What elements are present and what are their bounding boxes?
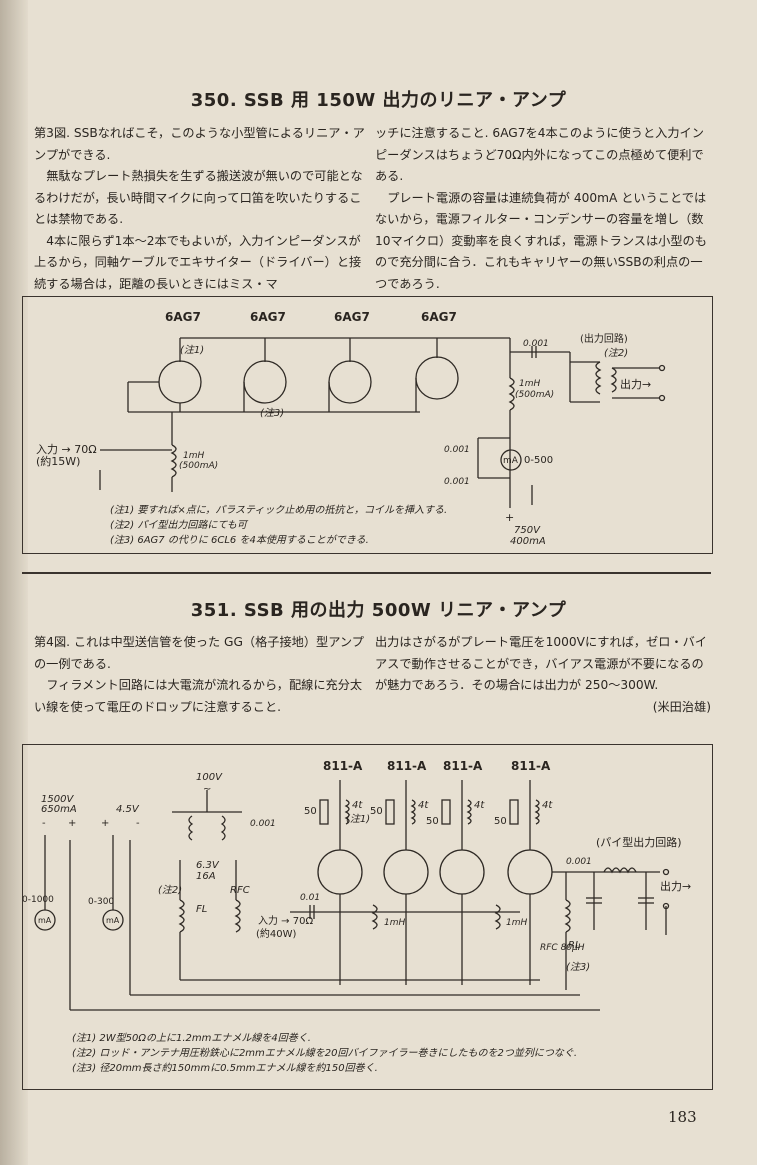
capacitor-label: 0.001: [444, 445, 470, 455]
figure-4-frame: [22, 744, 713, 1090]
tube-label: 6AG7: [165, 310, 201, 324]
rfc-label: 1mH: [506, 918, 527, 928]
ac-symbol: ~: [203, 784, 211, 795]
rfc-label: RFC: [230, 885, 250, 896]
section-350-left-column: 第3図. SSBなればこそ，このような小型管によるリニア・アンプができる. 無駄…: [34, 123, 368, 295]
rfc-label: 1mH: [519, 379, 540, 389]
capacitor-label: 0.01: [300, 893, 320, 903]
paragraph: ッチに注意すること. 6AG7を4本このように使うと入力インピーダンスはちょうど…: [375, 126, 704, 183]
pi-output-label: (パイ型出力回路): [596, 835, 682, 849]
note-line: (注3) 6AG7 の代りに 6CL6 を4本使用することができる.: [110, 535, 369, 546]
output-label: 出力→: [660, 879, 691, 893]
figure-3-frame: [22, 296, 713, 554]
note-mark: (注3): [566, 961, 590, 973]
input-watts: (約15W): [36, 454, 80, 468]
ac-voltage: 100V: [196, 772, 223, 783]
paragraph: 第4図. これは中型送信管を使った GG（格子接地）型アンプの一例である.: [34, 635, 364, 671]
page-binding-shadow: [0, 0, 28, 1165]
minus-sign: -: [136, 818, 140, 829]
note-line: (注2) ロッド・アンテナ用圧粉鉄心に2mmエナメル線を20回バイファイラー巻き…: [72, 1048, 578, 1059]
note-mark: (注3): [260, 407, 284, 419]
note-mark: (注2): [158, 884, 182, 896]
paragraph: 出力はさがるがプレート電圧を1000Vにすれば，ゼロ・バイアスで動作させることが…: [375, 635, 707, 692]
note-mark: (注1): [346, 813, 370, 825]
section-351-title: 351. SSB 用の出力 500W リニア・アンプ: [190, 600, 567, 621]
section-350-right-column: ッチに注意すること. 6AG7を4本このように使うと入力インピーダンスはちょうど…: [375, 123, 711, 295]
tube-label: 6AG7: [250, 310, 286, 324]
output-circuit-label: (出力回路): [580, 332, 628, 345]
tube-label: 6AG7: [421, 310, 457, 324]
paragraph: 4本に限らず1本〜2本でもよいが，入力インピーダンスが上るから，同軸ケーブルでエ…: [34, 233, 362, 291]
section-351-left-column: 第4図. これは中型送信管を使った GG（格子接地）型アンプの一例である. フィ…: [34, 632, 368, 718]
note-mark: (注1): [180, 344, 204, 356]
tube-label: 811-A: [511, 759, 551, 773]
paragraph: 第3図. SSBなればこそ，このような小型管によるリニア・アンプができる.: [34, 126, 365, 162]
output-label: 出力→: [620, 377, 651, 391]
resistor-label: 50: [426, 816, 439, 827]
meter-range: 0-1000: [22, 895, 54, 905]
supply-current: 400mA: [510, 536, 546, 547]
note-line: (注1) 要すれば×点に，パラスティック止め用の抵抗と，コイルを挿入する.: [110, 505, 448, 516]
capacitor-label: 0.001: [444, 477, 470, 487]
minus-sign: -: [42, 818, 46, 829]
turns-label: 4t: [418, 800, 429, 811]
page-number: 183: [668, 1108, 697, 1126]
section-divider: [22, 572, 711, 574]
tube-label: 811-A: [443, 759, 483, 773]
section-351-right-column: 出力はさがるがプレート電圧を1000Vにすれば，ゼロ・バイアスで動作させることが…: [375, 632, 711, 718]
tube-label: 811-A: [323, 759, 363, 773]
capacitor-label: 0.001: [250, 819, 276, 829]
supply-current: 650mA: [41, 804, 77, 815]
input-label: 入力 → 70Ω: [258, 914, 313, 927]
heater-voltage: 6.3V: [196, 860, 220, 871]
turns-label: 4t: [474, 800, 485, 811]
rfc-label: 1mH: [183, 451, 204, 461]
rl-label: RL: [568, 940, 581, 951]
note-line: (注2) パイ型出力回路にても可: [110, 520, 247, 531]
bias-voltage: 4.5V: [116, 804, 140, 815]
tube-label: 811-A: [387, 759, 427, 773]
rfc-label: RFC 80μH: [540, 943, 585, 953]
note-line: (注3) 径20mm長さ約150mmに0.5mmエナメル線を約150回巻く.: [72, 1063, 378, 1074]
turns-label: 4t: [542, 800, 553, 811]
capacitor-label: 0.001: [566, 857, 592, 867]
resistor-label: 50: [370, 806, 383, 817]
paragraph: プレート電源の容量は連続負荷が 400mA ということではないから，電源フィルタ…: [375, 190, 707, 291]
figure-4-notes: (注1) 2W型50Ωの上に1.2mmエナメル線を4回巻く. (注2) ロッド・…: [72, 1031, 632, 1076]
paragraph: フィラメント回路には大電流が流れるから，配線に充分太い線を使って電圧のドロップに…: [34, 678, 363, 714]
resistor-label: 50: [494, 816, 507, 827]
meter-label: mA: [503, 456, 519, 466]
rfc-label: (500mA): [515, 390, 554, 400]
supply-voltage: 1500V: [41, 794, 74, 805]
tube-label: 6AG7: [334, 310, 370, 324]
paragraph: 無駄なプレート熱損失を生ずる搬送波が無いので可能となるわけだが，長い時間マイクに…: [34, 169, 363, 226]
fl-label: FL: [196, 904, 207, 915]
meter-label: mA: [38, 916, 52, 925]
meter-range: 0-300: [88, 897, 114, 907]
input-watts: (約40W): [256, 927, 297, 940]
note-mark: (注2): [604, 347, 628, 359]
turns-label: 4t: [352, 800, 363, 811]
plus-sign: +: [101, 818, 109, 829]
rfc-label: 1mH: [384, 918, 405, 928]
author: (米田治雄): [652, 699, 711, 714]
plus-sign: +: [68, 818, 76, 829]
meter-range: 0-500: [524, 455, 553, 466]
input-label: 入力 → 70Ω: [36, 443, 97, 456]
resistor-label: 50: [304, 806, 317, 817]
capacitor-label: 0.001: [523, 339, 549, 349]
supply-voltage: 750V: [514, 525, 541, 536]
heater-current: 16A: [196, 871, 216, 882]
plus-sign: +: [505, 511, 514, 524]
section-350-title: 350. SSB 用 150W 出力のリニア・アンプ: [190, 90, 567, 111]
figure-3-notes: (注1) 要すれば×点に，パラスティック止め用の抵抗と，コイルを挿入する. (注…: [110, 503, 510, 548]
rfc-label: (500mA): [179, 461, 218, 471]
note-line: (注1) 2W型50Ωの上に1.2mmエナメル線を4回巻く.: [72, 1033, 311, 1044]
meter-label: mA: [106, 916, 120, 925]
